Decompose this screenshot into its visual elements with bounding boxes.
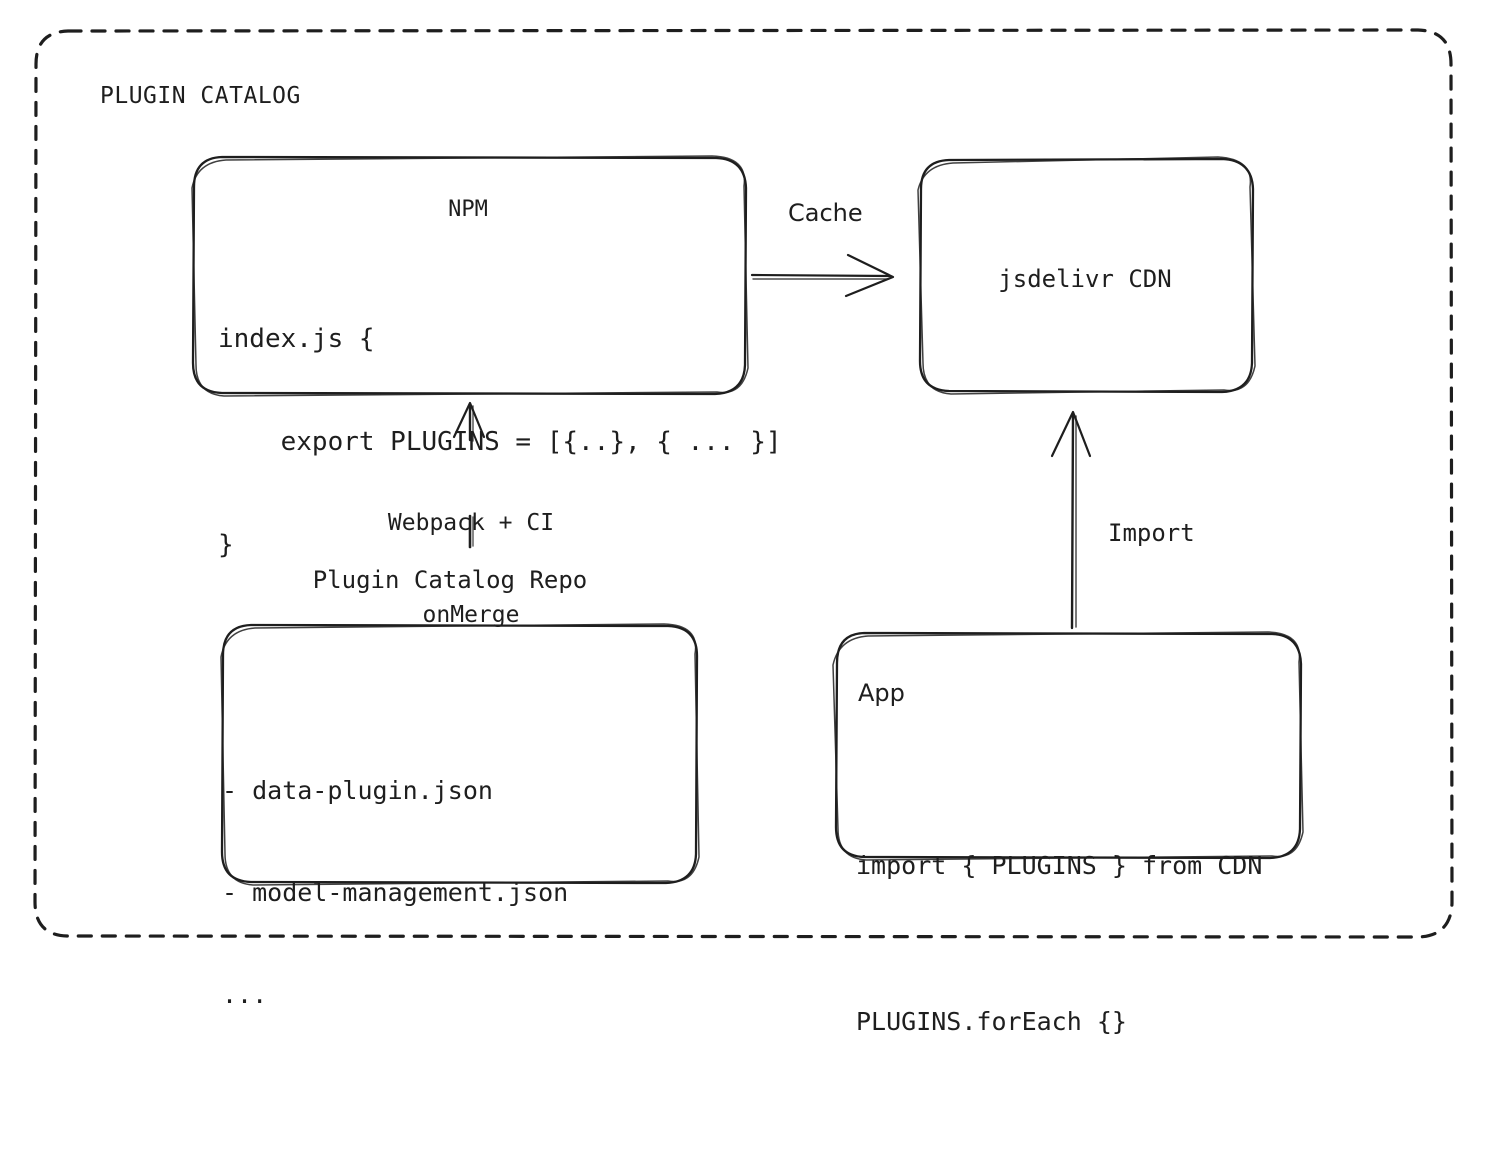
npm-code-line-3: } xyxy=(218,529,234,560)
app-code-line-1: import { PLUGINS } from CDN xyxy=(856,851,1263,880)
edge-label-webpack-ci-line-1: Webpack + CI xyxy=(387,510,555,537)
npm-code-line-1: index.js { xyxy=(218,323,375,354)
app-code-line-2: PLUGINS.forEach {} xyxy=(856,1007,1127,1036)
repo-item-3: ... xyxy=(222,980,268,1009)
npm-code-line-2: export PLUGINS = [{..}, { ... }] xyxy=(218,426,782,457)
cdn-node-title: jsdelivr CDN xyxy=(998,265,1172,293)
repo-item-2: - model-management.json xyxy=(222,878,569,907)
frame-title: PLUGIN CATALOG xyxy=(100,83,301,109)
edge-label-webpack-ci-line-2: onMerge xyxy=(422,601,520,628)
edge-label-cache: Cache xyxy=(788,199,863,227)
repo-item-1: - data-plugin.json xyxy=(222,776,493,805)
app-node-code: import { PLUGINS } from CDN PLUGINS.forE… xyxy=(856,736,1262,1152)
app-node-title: App xyxy=(858,679,905,707)
diagram-canvas: PLUGIN CATALOG NPM index.js { export PLU… xyxy=(33,28,1454,1036)
repo-node-items: - data-plugin.json - model-management.js… xyxy=(222,706,568,1080)
edge-label-import: Import xyxy=(1108,519,1195,547)
edge-label-webpack-ci: Webpack + CI onMerge xyxy=(338,447,604,692)
repo-node-label: Plugin Catalog Repo xyxy=(312,566,588,594)
npm-node-title: NPM xyxy=(448,197,488,222)
edge-app-to-cdn xyxy=(1050,410,1092,630)
npm-node-code: index.js { export PLUGINS = [{..}, { ...… xyxy=(218,253,782,630)
